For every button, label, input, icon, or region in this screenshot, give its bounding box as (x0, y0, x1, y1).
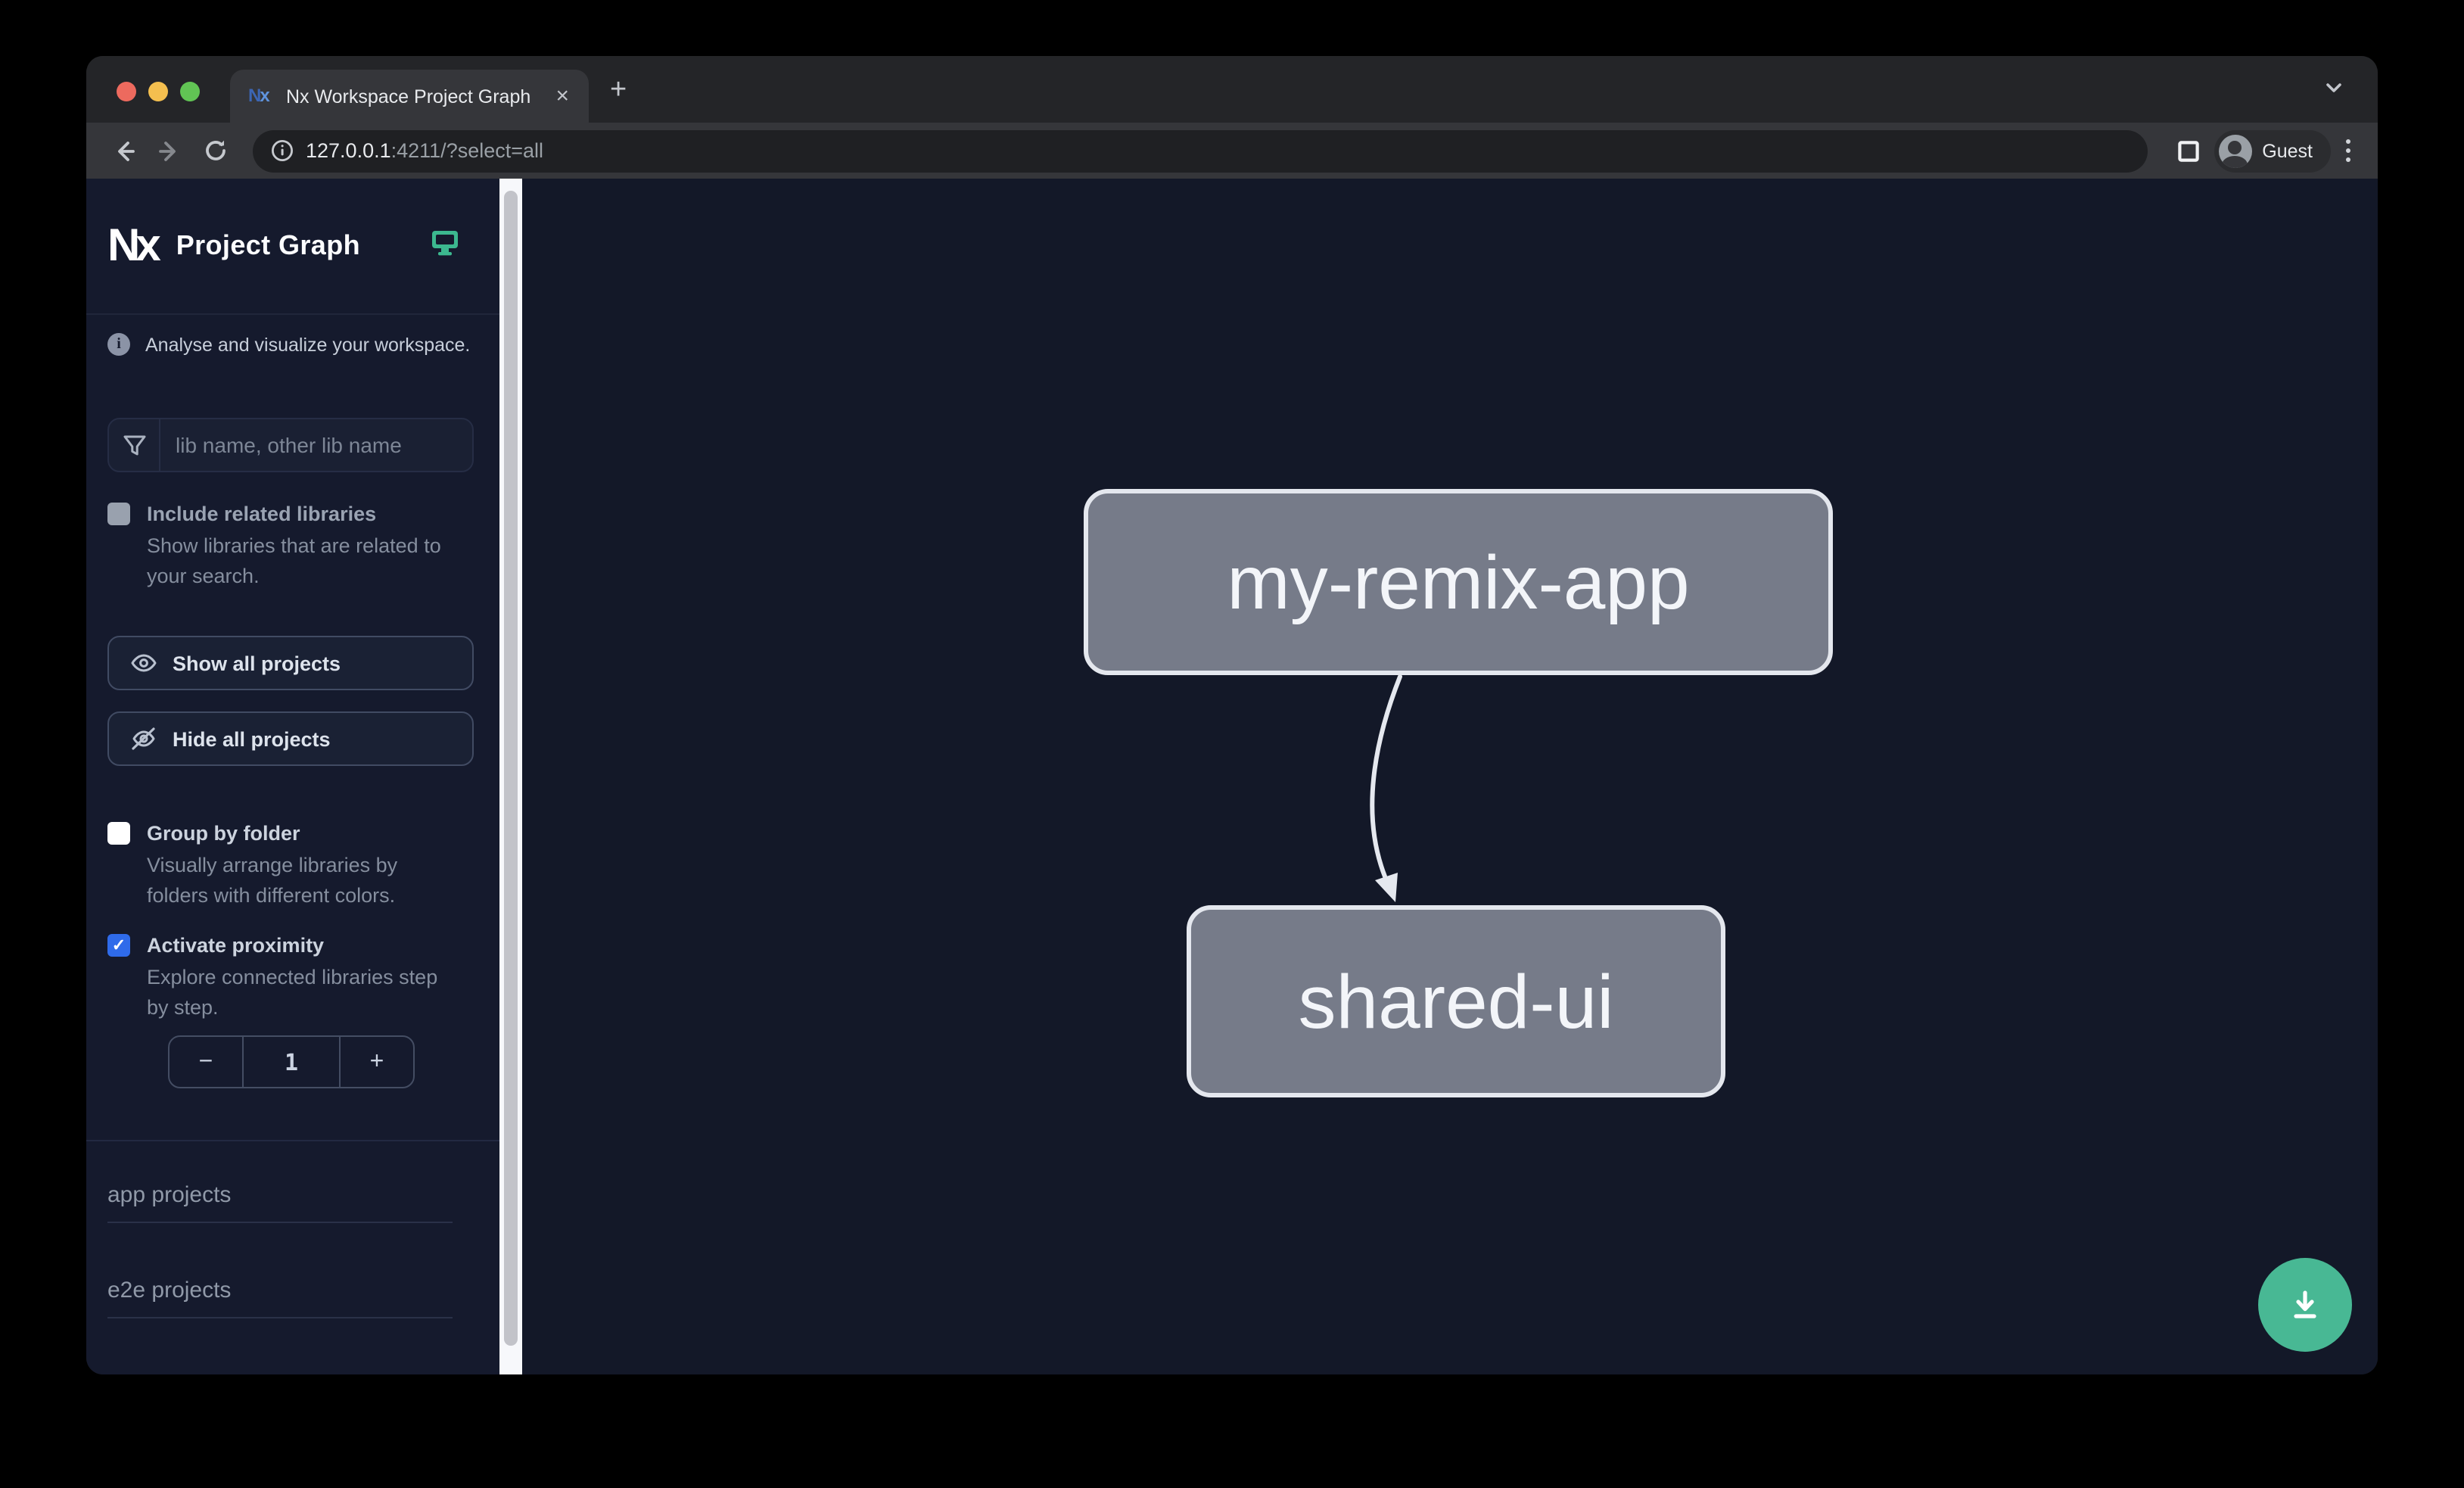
group-by-folder-checkbox[interactable] (107, 822, 130, 845)
reload-icon[interactable] (195, 131, 235, 170)
show-all-projects-button[interactable]: Show all projects (107, 636, 474, 690)
browser-window: Nx Nx Workspace Project Graph × + 127.0 (86, 56, 2378, 1374)
close-window-button[interactable] (117, 82, 136, 101)
proximity-stepper: − 1 + (168, 1035, 415, 1088)
environment-monitor-icon (430, 228, 460, 264)
info-icon: i (107, 333, 130, 356)
browser-menu-icon[interactable] (2337, 139, 2360, 162)
tagline-row: i Analyse and visualize your workspace. (107, 333, 478, 356)
forward-icon[interactable] (150, 131, 189, 170)
group-by-folder-description: Visually arrange libraries by folders wi… (147, 854, 398, 906)
app-title: Project Graph (176, 230, 360, 260)
window-controls (117, 82, 200, 101)
nx-favicon-icon: Nx (248, 84, 270, 105)
avatar (2218, 134, 2252, 167)
include-related-description: Show libraries that are related to your … (147, 534, 441, 587)
filter-funnel-icon (109, 419, 160, 471)
filter-input[interactable] (160, 419, 472, 471)
hide-all-projects-button[interactable]: Hide all projects (107, 711, 474, 766)
activate-proximity-option[interactable]: ✓ Activate proximity Explore connected l… (107, 932, 478, 1022)
proximity-value: 1 (242, 1037, 341, 1087)
back-icon[interactable] (104, 131, 144, 170)
filter-field (107, 418, 474, 472)
section-e2e-projects[interactable]: e2e projects (107, 1278, 453, 1318)
eye-icon (131, 654, 157, 672)
tab-strip: Nx Nx Workspace Project Graph × + (86, 56, 2378, 123)
activate-proximity-description: Explore connected libraries step by step… (147, 966, 438, 1018)
proximity-increment-button[interactable]: + (369, 1048, 384, 1074)
tagline-text: Analyse and visualize your workspace. (145, 334, 471, 355)
graph-node-shared-ui[interactable]: shared-ui (1187, 905, 1725, 1097)
dependency-edge (1370, 674, 1402, 902)
scrollbar-thumb[interactable] (504, 191, 518, 1346)
side-panel-icon[interactable] (2168, 131, 2207, 170)
nx-logo: Nx (107, 220, 161, 270)
browser-toolbar: 127.0.0.1:4211/?select=all Guest (86, 123, 2378, 179)
sidebar-scrollbar[interactable] (499, 179, 522, 1374)
proximity-decrement-button[interactable]: − (198, 1048, 213, 1074)
download-icon (2294, 1290, 2316, 1318)
new-tab-button[interactable]: + (610, 74, 627, 106)
graph-canvas[interactable]: my-remix-app shared-ui (522, 179, 2378, 1374)
profile-button[interactable]: Guest (2214, 129, 2331, 172)
tab-search-chevron-icon[interactable] (2323, 77, 2344, 106)
sidebar-divider (86, 1140, 499, 1141)
sidebar-body: i Analyse and visualize your workspace. … (86, 315, 499, 1374)
tab-title: Nx Workspace Project Graph (286, 86, 531, 107)
include-related-option[interactable]: Include related libraries Show libraries… (107, 501, 478, 590)
sidebar-header: Nx Project Graph (86, 179, 499, 315)
url-host: 127.0.0.1 (306, 139, 391, 162)
group-by-folder-label: Group by folder (147, 822, 300, 845)
browser-tab[interactable]: Nx Nx Workspace Project Graph × (230, 70, 589, 123)
include-related-label: Include related libraries (147, 503, 377, 525)
zoom-window-button[interactable] (180, 82, 200, 101)
download-graph-button[interactable] (2258, 1258, 2352, 1352)
section-app-projects[interactable]: app projects (107, 1182, 453, 1223)
activate-proximity-checkbox[interactable]: ✓ (107, 934, 130, 957)
graph-node-my-remix-app[interactable]: my-remix-app (1084, 489, 1833, 675)
url-text: 127.0.0.1:4211/?select=all (306, 139, 543, 162)
site-info-icon[interactable] (271, 139, 294, 162)
eye-off-icon (132, 727, 155, 750)
address-bar[interactable]: 127.0.0.1:4211/?select=all (253, 129, 2148, 172)
hide-all-projects-label: Hide all projects (173, 727, 331, 750)
app-content: Nx Project Graph i Analyse and visualize… (86, 179, 2378, 1374)
show-all-projects-label: Show all projects (173, 652, 341, 674)
include-related-checkbox[interactable] (107, 503, 130, 525)
sidebar: Nx Project Graph i Analyse and visualize… (86, 179, 499, 1374)
node-label: shared-ui (1298, 959, 1614, 1044)
url-rest: :4211/?select=all (390, 139, 544, 162)
node-label: my-remix-app (1227, 540, 1690, 624)
tab-close-icon[interactable]: × (555, 83, 569, 109)
minimize-window-button[interactable] (148, 82, 168, 101)
profile-label: Guest (2262, 140, 2313, 161)
group-by-folder-option[interactable]: Group by folder Visually arrange librari… (107, 820, 478, 910)
activate-proximity-label: Activate proximity (147, 934, 325, 957)
